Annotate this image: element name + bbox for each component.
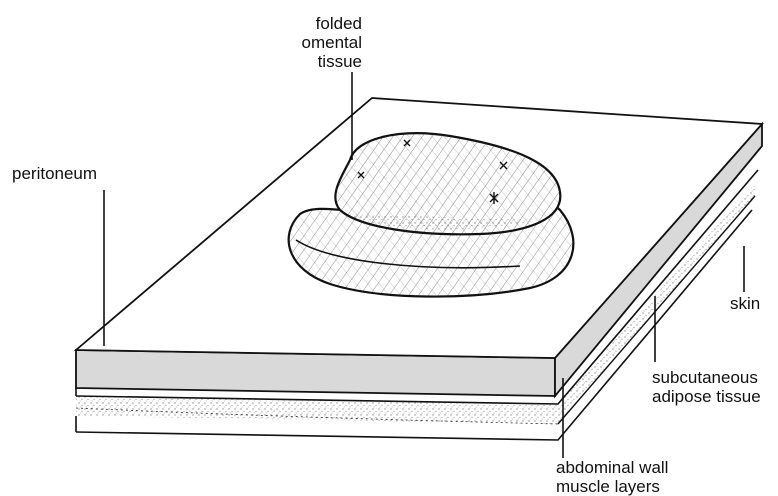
label-skin: skin (730, 294, 760, 313)
label-omental-tissue: folded omental tissue (282, 14, 362, 71)
label-subcutaneous-adipose: subcutaneous adipose tissue (652, 368, 761, 406)
label-abdominal-muscle: abdominal wall muscle layers (556, 458, 668, 496)
label-peritoneum: peritoneum (12, 164, 97, 183)
